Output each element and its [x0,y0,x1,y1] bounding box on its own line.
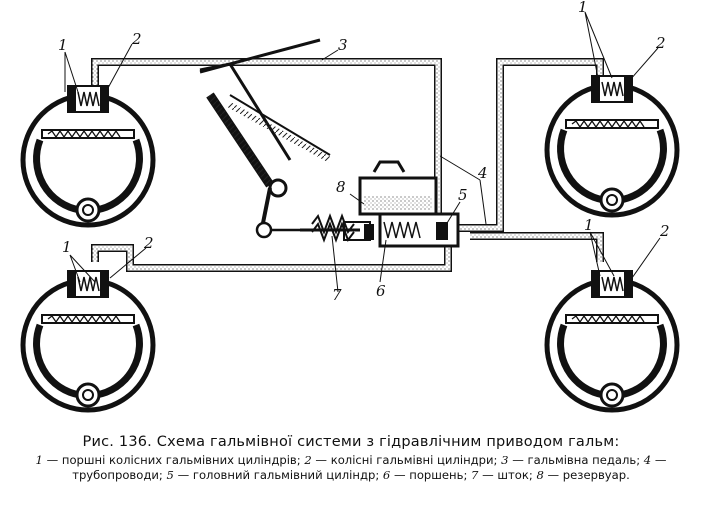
hydraulic-brake-diagram: 1 2 3 4 5 8 6 7 1 2 1 2 1 2 [0,0,702,430]
label-5-master-cylinder: 5 [458,186,468,204]
legend-num: 4 [643,453,652,467]
master-cylinder [300,160,460,248]
pipelines [91,58,604,272]
legend-num: 7 [471,468,479,482]
legend-num: 2 [304,453,312,467]
wheel-cylinder-rear-right [591,270,633,298]
label-2-rear-left: 2 [143,234,154,252]
label-1-rear-right: 1 [584,216,594,234]
legend-text: — поршні колісних гальмівних циліндрів; [42,453,305,467]
legend-text: — трубопроводи; [72,453,667,482]
wheel-brake-front-left [23,95,153,225]
legend-num: 3 [501,453,509,467]
caption-title: Рис. 136. Схема гальмівної системи з гід… [82,434,620,450]
label-6-piston: 6 [376,282,386,300]
label-4-pipelines: 4 [477,164,488,182]
legend-text: — резервуар. [543,468,630,482]
wheel-brake-rear-right [547,280,677,410]
wheel-brake-rear-left [23,280,153,410]
callout-labels: 1 2 3 4 5 8 6 7 1 2 1 2 1 2 [58,0,670,304]
brake-pedal [199,38,332,239]
label-2-front-right: 2 [655,34,666,52]
label-1-front-right: 1 [578,0,588,16]
legend-text: — шток; [478,468,537,482]
label-1-rear-left: 1 [62,238,72,256]
label-1-front-left: 1 [58,36,68,54]
legend-text: — поршень; [390,468,472,482]
legend-num: 5 [166,468,174,482]
legend-num: 8 [536,468,544,482]
legend-text: — колісні гальмівні циліндри; [311,453,502,467]
label-7-rod: 7 [332,286,342,304]
label-2-front-left: 2 [131,30,142,48]
caption-legend: 1 — поршні колісних гальмівних циліндрів… [0,450,702,483]
label-2-rear-right: 2 [659,222,670,240]
label-3-pedal: 3 [338,36,348,54]
wheel-cylinder-front-left [67,85,109,113]
figure-caption: Рис. 136. Схема гальмівної системи з гід… [0,434,702,483]
wheel-brake-front-right [547,85,677,215]
legend-text: — головний гальмівний циліндр; [173,468,383,482]
wheel-cylinder-front-right [591,75,633,103]
legend-num: 1 [35,453,43,467]
legend-num: 6 [382,468,391,482]
legend-text: — гальмівна педаль; [508,453,644,467]
label-8-reservoir: 8 [336,178,346,196]
leader-lines [64,11,661,293]
